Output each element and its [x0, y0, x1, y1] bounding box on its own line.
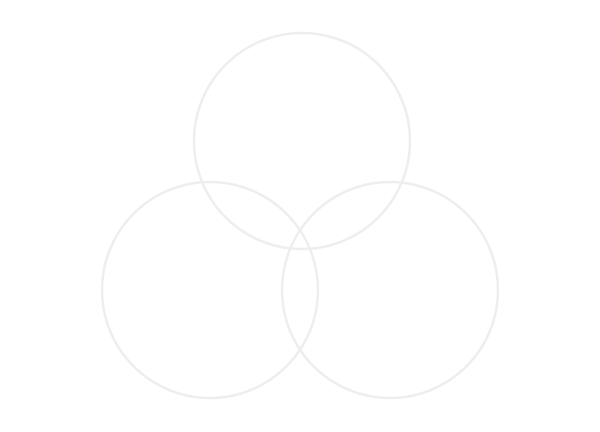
venn-circle-top [192, 31, 412, 251]
venn-circle-bottom-left [100, 180, 320, 400]
venn-circle-bottom-right [280, 180, 500, 400]
